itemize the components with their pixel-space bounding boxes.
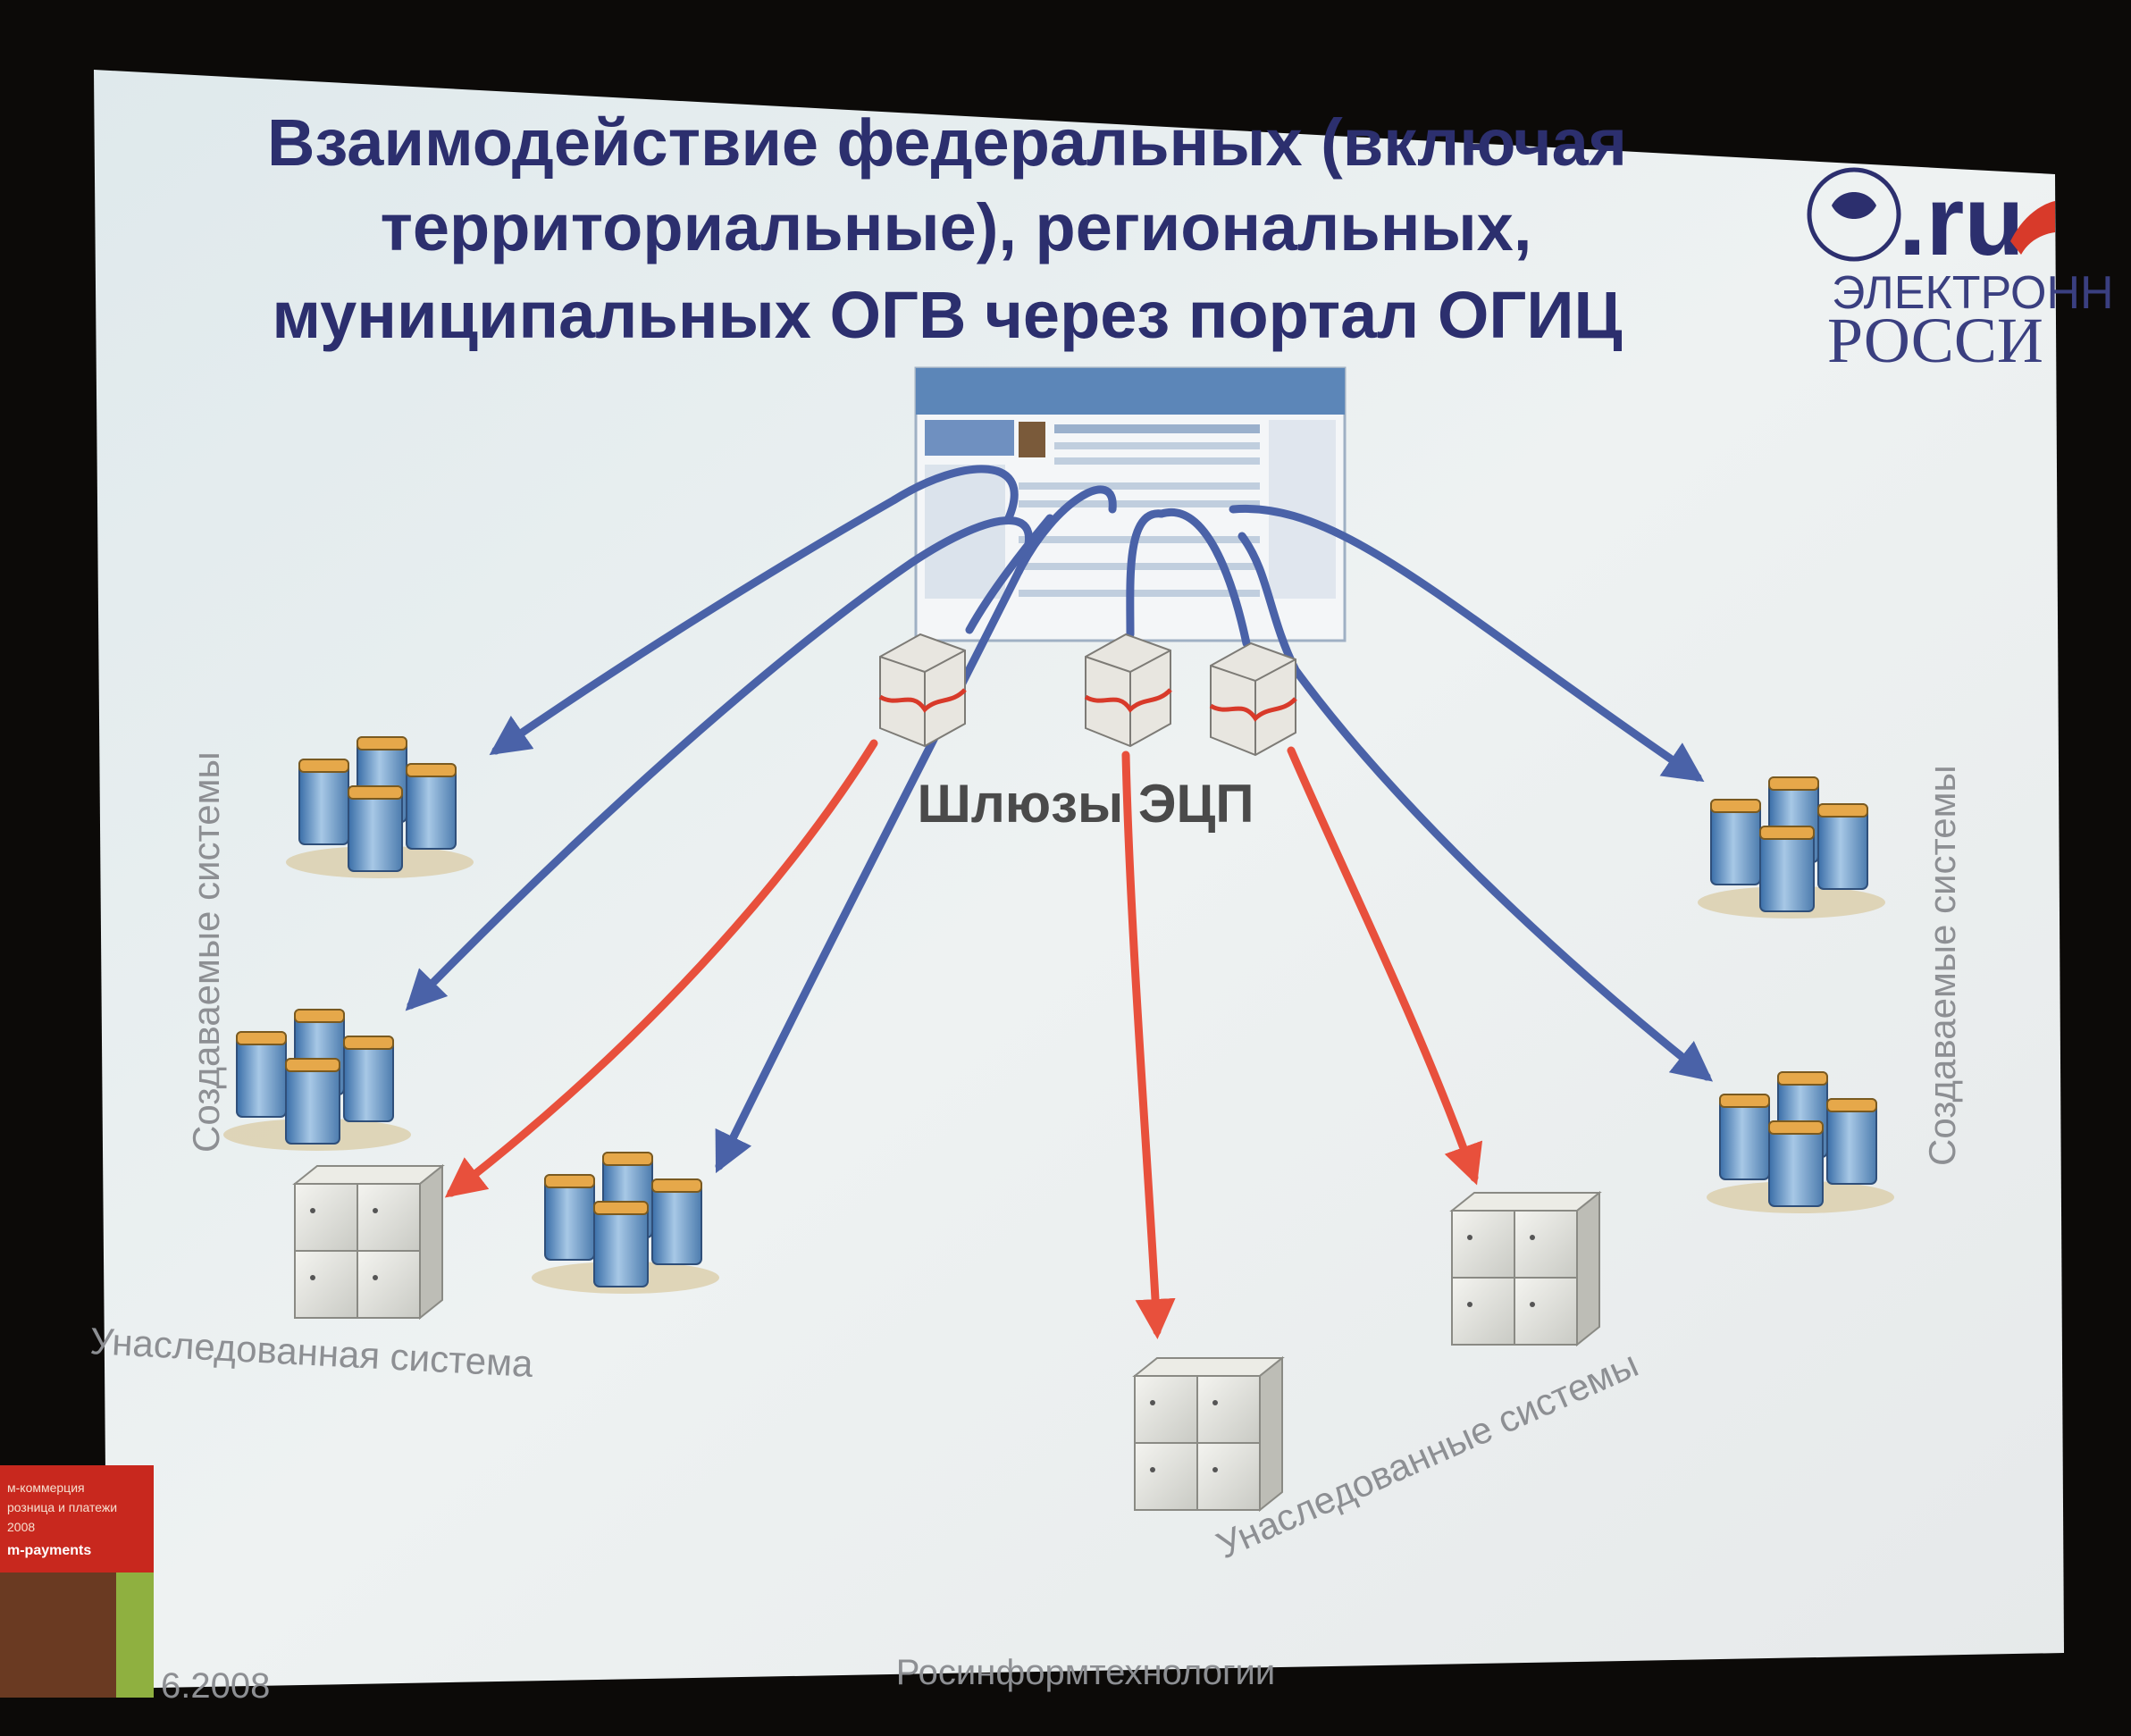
conference-banner: м-коммерция розница и платежи 2008 m-pay… bbox=[0, 1465, 154, 1698]
arrow-portal-to-cluster-right-bottom bbox=[1237, 532, 1714, 1082]
left-side-label: Создаваемые системы bbox=[185, 751, 227, 1153]
arrow-portal-to-cluster-left-mid bbox=[405, 516, 1033, 1011]
logo-domain: .ru bbox=[1899, 166, 2025, 276]
slide-title-line-2: территориальные), региональных, bbox=[381, 190, 1532, 264]
arrow-portal-to-cluster-center-left bbox=[715, 485, 1117, 1174]
arrow-portal-to-gateway-right bbox=[1157, 507, 1251, 648]
portal-screenshot-icon bbox=[914, 366, 1347, 642]
footer-date: 6.2008 bbox=[161, 1666, 270, 1706]
slide-title-line-3: муниципальных ОГВ через портал ОГИЦ bbox=[272, 278, 1622, 352]
right-side-label: Создаваемые системы bbox=[1921, 765, 1963, 1166]
slide-title-line-1: Взаимодействие федеральных (включая bbox=[267, 105, 1627, 180]
arrow-portal-to-cluster-left-top bbox=[489, 465, 1019, 756]
arrow-gateway-to-legacy-center bbox=[1121, 751, 1176, 1339]
arrow-portal-to-cluster-right-top bbox=[1229, 504, 1705, 783]
gateway-server-icon bbox=[1211, 643, 1296, 755]
banner-line-4: m-payments bbox=[7, 1543, 91, 1558]
arrow-gateway-to-legacy-left bbox=[444, 739, 878, 1198]
gateway-server-icon bbox=[1086, 634, 1170, 746]
logo-line-2: РОССИ bbox=[1827, 305, 2043, 376]
gateways-label: Шлюзы ЭЦП bbox=[917, 774, 1254, 834]
red-arrows bbox=[444, 739, 1483, 1339]
legacy-server-icon bbox=[294, 1165, 443, 1319]
gateway-server-icon bbox=[880, 634, 965, 746]
electronic-russia-logo: .ru ЭЛЕКТРОНН РОССИ bbox=[1807, 166, 2114, 376]
blue-arrows bbox=[405, 465, 1714, 1174]
footer-org: Росинформтехнологии bbox=[896, 1653, 1276, 1692]
banner-line-2: розница и платежи bbox=[7, 1500, 117, 1514]
arrow-portal-to-gateway-left bbox=[965, 514, 1054, 634]
emblem-icon bbox=[1807, 167, 1901, 262]
arrow-gateway-to-legacy-right bbox=[1287, 746, 1483, 1186]
arrow-portal-to-gateway-center bbox=[1126, 509, 1166, 639]
logo-line-1: ЭЛЕКТРОНН bbox=[1832, 267, 2114, 319]
legacy-server-icon bbox=[1134, 1357, 1283, 1511]
banner-line-1: м-коммерция bbox=[7, 1480, 85, 1495]
banner-line-3: 2008 bbox=[7, 1520, 35, 1534]
legacy-server-icon bbox=[1451, 1192, 1600, 1346]
